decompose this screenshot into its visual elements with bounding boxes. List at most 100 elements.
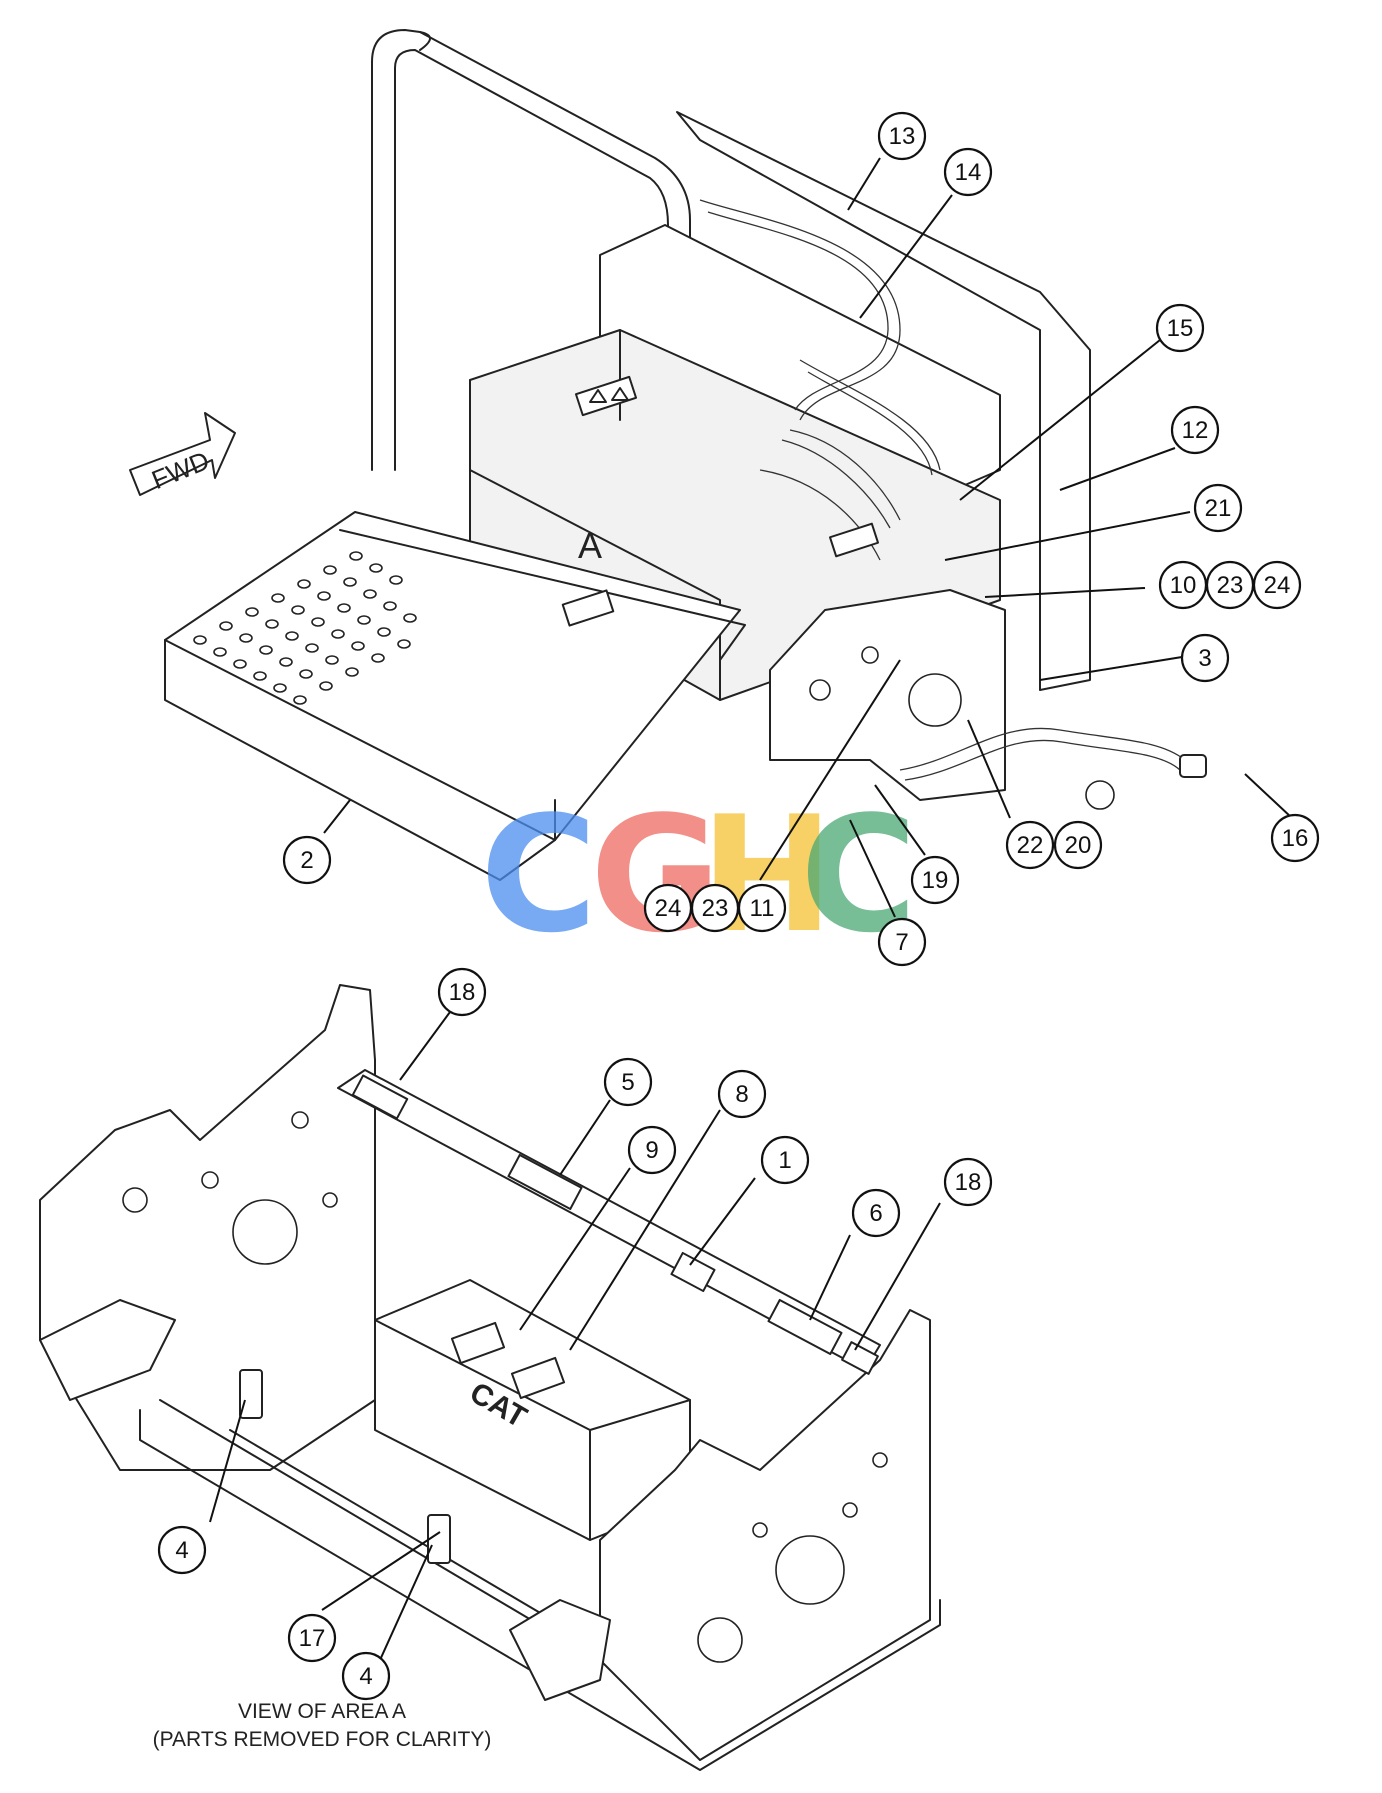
decal-1 xyxy=(670,1251,716,1293)
callout-15: 15 xyxy=(1155,303,1205,353)
callout-14: 14 xyxy=(943,147,993,197)
callout-24-upper: 24 xyxy=(1252,560,1302,610)
step-hole xyxy=(343,577,357,587)
connector-plug-icon xyxy=(1179,754,1207,778)
svg-text:21: 21 xyxy=(1205,495,1232,522)
svg-text:11: 11 xyxy=(750,895,775,922)
svg-text:7: 7 xyxy=(895,929,908,956)
svg-text:24: 24 xyxy=(1264,572,1291,599)
step-hole xyxy=(337,603,351,613)
lower-assembly: CAT VIEW OF AREA A (PARTS REMOVED FOR CL… xyxy=(39,984,941,1771)
svg-text:2: 2 xyxy=(300,847,313,874)
step-hole xyxy=(369,563,383,573)
step-hole xyxy=(297,579,311,589)
callout-23-lower: 23 xyxy=(690,883,740,933)
callout-19: 19 xyxy=(910,855,960,905)
callout-6: 6 xyxy=(851,1188,901,1238)
step-hole xyxy=(265,619,279,629)
svg-text:23: 23 xyxy=(702,895,729,922)
view-caption-line1: VIEW OF AREA A xyxy=(238,1700,406,1723)
watermark: C G H C xyxy=(480,781,917,968)
warning-decal-8 xyxy=(510,1356,566,1400)
step-hole xyxy=(389,575,403,585)
callout-16: 16 xyxy=(1270,813,1320,863)
step-hole xyxy=(213,647,227,657)
wiring-harness xyxy=(899,727,1207,810)
svg-text:15: 15 xyxy=(1167,315,1194,342)
svg-text:1: 1 xyxy=(778,1147,791,1174)
step-hole xyxy=(271,593,285,603)
svg-text:17: 17 xyxy=(299,1625,326,1652)
leader-lines xyxy=(209,157,1293,1661)
svg-text:18: 18 xyxy=(449,979,476,1006)
callout-2: 2 xyxy=(282,835,332,885)
step-hole xyxy=(259,645,273,655)
right-handle xyxy=(509,1599,611,1701)
step-hole xyxy=(397,639,411,649)
view-caption-line2: (PARTS REMOVED FOR CLARITY) xyxy=(153,1728,492,1751)
step-hole xyxy=(363,589,377,599)
step-hole xyxy=(345,667,359,677)
step-hole xyxy=(233,659,247,669)
svg-text:9: 9 xyxy=(645,1137,658,1164)
step-hole xyxy=(325,655,339,665)
step-hole xyxy=(305,643,319,653)
callout-12: 12 xyxy=(1170,405,1220,455)
warning-decals-upper xyxy=(561,375,880,627)
svg-text:6: 6 xyxy=(869,1200,882,1227)
svg-text:22: 22 xyxy=(1017,832,1044,859)
left-side-plate xyxy=(39,984,376,1471)
step-hole xyxy=(291,605,305,615)
callout-5: 5 xyxy=(603,1057,653,1107)
callout-4-left: 4 xyxy=(157,1525,207,1575)
step-hole xyxy=(317,591,331,601)
callout-13: 13 xyxy=(877,111,927,161)
callout-21: 21 xyxy=(1193,483,1243,533)
callout-20: 20 xyxy=(1053,820,1103,870)
svg-text:23: 23 xyxy=(1217,572,1244,599)
callout-4-bottom: 4 xyxy=(341,1651,391,1701)
svg-text:4: 4 xyxy=(359,1663,372,1690)
step-hole xyxy=(357,615,371,625)
watermark-letter-1: C xyxy=(480,781,597,968)
svg-text:13: 13 xyxy=(889,123,916,150)
decal-18-right xyxy=(841,1341,879,1375)
step-hole xyxy=(383,601,397,611)
step-hole xyxy=(285,631,299,641)
step-hole xyxy=(311,617,325,627)
connector-cap-icon xyxy=(1085,780,1115,810)
mounting-studs xyxy=(239,1369,451,1564)
step-hole xyxy=(323,565,337,575)
step-hole xyxy=(293,695,307,705)
svg-text:19: 19 xyxy=(922,867,949,894)
step-hole xyxy=(245,607,259,617)
svg-text:18: 18 xyxy=(955,1169,982,1196)
callout-7: 7 xyxy=(877,917,927,967)
step-hole xyxy=(279,657,293,667)
step-hole xyxy=(351,641,365,651)
step-hole xyxy=(193,635,207,645)
callout-10: 10 xyxy=(1158,560,1208,610)
area-marker: A xyxy=(578,525,602,566)
warning-decal-9 xyxy=(450,1321,506,1365)
side-bracket xyxy=(769,589,1006,801)
svg-text:14: 14 xyxy=(955,159,982,186)
svg-text:12: 12 xyxy=(1182,417,1209,444)
svg-text:24: 24 xyxy=(655,895,682,922)
svg-text:8: 8 xyxy=(735,1081,748,1108)
decal-5 xyxy=(507,1153,583,1211)
step-hole xyxy=(377,627,391,637)
step-hole xyxy=(219,621,233,631)
decal-18-left xyxy=(351,1074,409,1120)
callout-18-right: 18 xyxy=(943,1157,993,1207)
step-hole xyxy=(239,633,253,643)
step-hole xyxy=(331,629,345,639)
step-holes xyxy=(193,551,417,705)
forward-arrow: FWD xyxy=(129,412,236,496)
upper-assembly: FWD A xyxy=(129,29,1207,881)
callout-18-left: 18 xyxy=(437,967,487,1017)
callout-8: 8 xyxy=(717,1069,767,1119)
callout-1: 1 xyxy=(760,1135,810,1185)
callout-23-upper: 23 xyxy=(1205,560,1255,610)
